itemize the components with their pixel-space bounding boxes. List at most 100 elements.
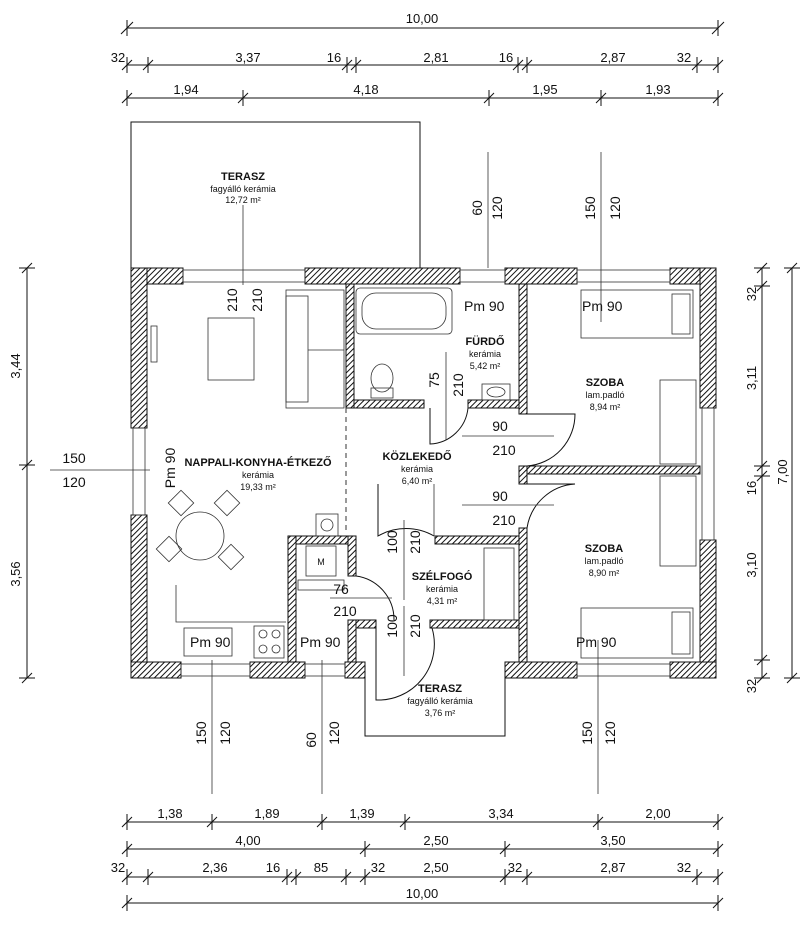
- nappali-name: NAPPALI-KONYHA-ÉTKEZŐ: [184, 456, 332, 469]
- dim-left-2: 3,56: [8, 561, 23, 586]
- dim-right-2: 3,11: [744, 366, 759, 390]
- dim-bot-r1-5: 2,00: [645, 806, 670, 821]
- room-labels: NAPPALI-KONYHA-ÉTKEZŐ kerámia 19,33 m² F…: [184, 335, 624, 606]
- szoba1-door-w: 90: [492, 418, 508, 434]
- dim-bot-r2-2: 2,50: [423, 833, 448, 848]
- top-door-2: 210: [249, 288, 265, 312]
- top-win-szoba-b: 120: [607, 196, 623, 220]
- bot-win-c2: 120: [602, 721, 618, 745]
- top-door-1: 210: [224, 288, 240, 312]
- dim-top-r2-5: 16: [499, 50, 513, 65]
- pm-markers: Pm 90 Pm 90 Pm 90 Pm 90 Pm 90 Pm 90: [162, 298, 623, 650]
- terasz-top-area: 12,72 m²: [225, 195, 261, 205]
- szoba2-material: lam.padló: [584, 556, 623, 566]
- dim-right-3: 16: [744, 481, 759, 495]
- szelfogo-name: SZÉLFOGÓ: [412, 570, 473, 583]
- szelfogo-area: 4,31 m²: [427, 596, 458, 606]
- kozlekedo-name: KÖZLEKEDŐ: [382, 450, 452, 463]
- furdo-name: FÜRDŐ: [465, 335, 505, 348]
- dim-bot-r2-3: 3,50: [600, 833, 625, 848]
- dims-bottom: 1,38 1,89 1,39 3,34 2,00 4,00 2,50 3,50 …: [111, 806, 724, 911]
- szoba2-door-w: 90: [492, 488, 508, 504]
- bot-win-a2: 120: [217, 721, 233, 745]
- kamra-door-w: 76: [333, 581, 349, 597]
- terasz-bottom-area: 3,76 m²: [425, 708, 456, 718]
- dim-bot-r3-6: 2,50: [423, 860, 448, 875]
- dim-bot-total: 10,00: [406, 886, 439, 901]
- szelfogo-material: kerámia: [426, 584, 458, 594]
- pm-konyha: Pm 90: [190, 634, 231, 650]
- dim-top-r2-4: 2,81: [423, 50, 448, 65]
- dim-right-1: 32: [744, 287, 759, 301]
- top-win-furdo-b: 120: [489, 196, 505, 220]
- kozlekedo-door-h: 210: [407, 530, 423, 554]
- entry-door-h: 210: [407, 614, 423, 638]
- dim-top-total: 10,00: [406, 11, 439, 26]
- left-window-w: 150: [62, 450, 86, 466]
- door-swings: [355, 407, 576, 701]
- dim-top-r3-4: 1,93: [645, 82, 670, 97]
- dim-bot-r1-2: 1,89: [254, 806, 279, 821]
- dims-left: 3,44 3,56: [8, 262, 35, 684]
- szoba1-material: lam.padló: [585, 390, 624, 400]
- nappali-area: 19,33 m²: [240, 482, 276, 492]
- pm-kamra: Pm 90: [300, 634, 341, 650]
- kamra-door-h: 210: [333, 603, 357, 619]
- bot-win-b2: 120: [326, 721, 342, 745]
- terasz-bottom-material: fagyálló kerámia: [407, 696, 473, 706]
- dim-top-r2-1: 32: [111, 50, 125, 65]
- dim-top-r2-6: 2,87: [600, 50, 625, 65]
- terasz-bottom: TERASZ fagyálló kerámia 3,76 m²: [364, 678, 506, 737]
- kozlekedo-material: kerámia: [401, 464, 433, 474]
- szoba2-name: SZOBA: [585, 543, 624, 555]
- fridge-label: M: [317, 557, 325, 567]
- dim-left-1: 3,44: [8, 353, 23, 378]
- bot-win-c1: 150: [579, 721, 595, 745]
- dim-bot-r1-1: 1,38: [157, 806, 182, 821]
- terasz-top: TERASZ fagyálló kerámia 12,72 m²: [130, 121, 421, 268]
- dim-bot-r3-5: 32: [371, 860, 385, 875]
- szoba2-area: 8,90 m²: [589, 568, 620, 578]
- dim-bot-r3-4: 85: [314, 860, 328, 875]
- furdo-door-h: 210: [450, 373, 466, 397]
- dim-bot-r1-3: 1,39: [349, 806, 374, 821]
- furdo-door-w: 75: [426, 372, 442, 388]
- dim-right-total: 7,00: [775, 459, 790, 484]
- terasz-top-material: fagyálló kerámia: [210, 184, 276, 194]
- dim-top-r3-2: 4,18: [353, 82, 378, 97]
- pm-szoba1: Pm 90: [582, 298, 623, 314]
- dim-bot-r3-2: 2,36: [202, 860, 227, 875]
- szoba1-area: 8,94 m²: [590, 402, 621, 412]
- dims-right: 32 3,11 16 3,10 32 7,00: [744, 262, 800, 693]
- dim-bot-r3-1: 32: [111, 860, 125, 875]
- szoba1-name: SZOBA: [586, 377, 625, 389]
- dim-top-r2-7: 32: [677, 50, 691, 65]
- bot-win-a1: 150: [193, 721, 209, 745]
- kozlekedo-door-w: 100: [384, 530, 400, 554]
- dim-right-5: 32: [744, 679, 759, 693]
- terasz-top-name: TERASZ: [221, 171, 265, 183]
- pm-furdo: Pm 90: [464, 298, 505, 314]
- pm-szoba2: Pm 90: [576, 634, 617, 650]
- furniture: M: [150, 287, 697, 659]
- dim-bot-r3-9: 32: [677, 860, 691, 875]
- szoba1-door-h: 210: [492, 442, 516, 458]
- dim-bot-r2-1: 4,00: [235, 833, 260, 848]
- dim-bot-r3-7: 32: [508, 860, 522, 875]
- interior-walls: [287, 283, 701, 663]
- szoba2-door-h: 210: [492, 512, 516, 528]
- top-win-furdo-a: 60: [469, 200, 485, 216]
- furdo-area: 5,42 m²: [470, 361, 501, 371]
- dim-top-r3-1: 1,94: [173, 82, 198, 97]
- left-window-h: 120: [62, 474, 86, 490]
- dim-top-r2-3: 16: [327, 50, 341, 65]
- dim-top-r2-2: 3,37: [235, 50, 260, 65]
- terasz-bottom-name: TERASZ: [418, 683, 462, 695]
- nappali-material: kerámia: [242, 470, 274, 480]
- entry-door-w: 100: [384, 614, 400, 638]
- top-win-szoba-a: 150: [582, 196, 598, 220]
- pm-nappali: Pm 90: [162, 448, 178, 489]
- exterior-walls: [130, 267, 717, 679]
- opening-labels: 210 210 60 120 150 120 150 120 75 210 90…: [50, 152, 623, 794]
